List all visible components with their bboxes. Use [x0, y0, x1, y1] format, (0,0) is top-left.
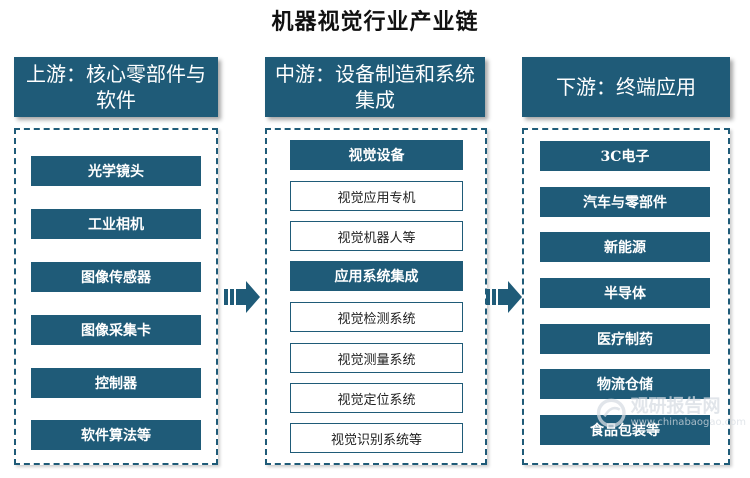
upstream-item: 工业相机 [31, 209, 201, 239]
midstream-item: 视觉测量系统 [290, 343, 463, 373]
watermark-logo-icon [596, 398, 626, 428]
midstream-group-title: 应用系统集成 [290, 261, 463, 291]
midstream-item: 视觉检测系统 [290, 302, 463, 332]
upstream-item: 图像传感器 [31, 262, 201, 292]
upstream-item: 图像采集卡 [31, 315, 201, 345]
upstream-box [14, 128, 218, 465]
watermark-main: 观研报告网 [630, 396, 721, 417]
upstream-header: 上游：核心零部件与软件 [14, 57, 218, 117]
midstream-item: 视觉机器人等 [290, 221, 463, 251]
downstream-header-label: 下游：终端应用 [556, 75, 696, 99]
midstream-group-title: 视觉设备 [290, 140, 463, 170]
watermark: 观研报告网 www.chinabaogao.com [596, 388, 746, 438]
midstream-item: 视觉识别系统等 [290, 423, 463, 453]
midstream-box [265, 128, 487, 465]
midstream-item: 视觉应用专机 [290, 181, 463, 211]
upstream-item: 光学镜头 [31, 156, 201, 186]
downstream-item: 食品包装等 [540, 415, 710, 445]
upstream-header-label: 上游：核心零部件与软件 [26, 62, 206, 112]
page-title: 机器视觉行业产业链 [271, 9, 479, 35]
upstream-item: 控制器 [31, 368, 201, 398]
arrow-right-icon [486, 281, 522, 313]
downstream-item: 物流仓储 [540, 369, 710, 399]
downstream-item: 新能源 [540, 232, 710, 262]
upstream-item: 软件算法等 [31, 420, 201, 450]
arrow-right-icon [224, 281, 260, 313]
midstream-header-label: 中游：设备制造和系统集成 [275, 62, 475, 112]
downstream-item: 汽车与零部件 [540, 187, 710, 217]
watermark-sub: www.chinabaogao.com [630, 417, 746, 428]
downstream-item: 3C电子 [540, 141, 710, 171]
downstream-item: 半导体 [540, 278, 710, 308]
midstream-item: 视觉定位系统 [290, 383, 463, 413]
midstream-header: 中游：设备制造和系统集成 [265, 57, 485, 117]
downstream-item: 医疗制药 [540, 324, 710, 354]
downstream-header: 下游：终端应用 [522, 57, 730, 117]
downstream-box [522, 128, 730, 465]
